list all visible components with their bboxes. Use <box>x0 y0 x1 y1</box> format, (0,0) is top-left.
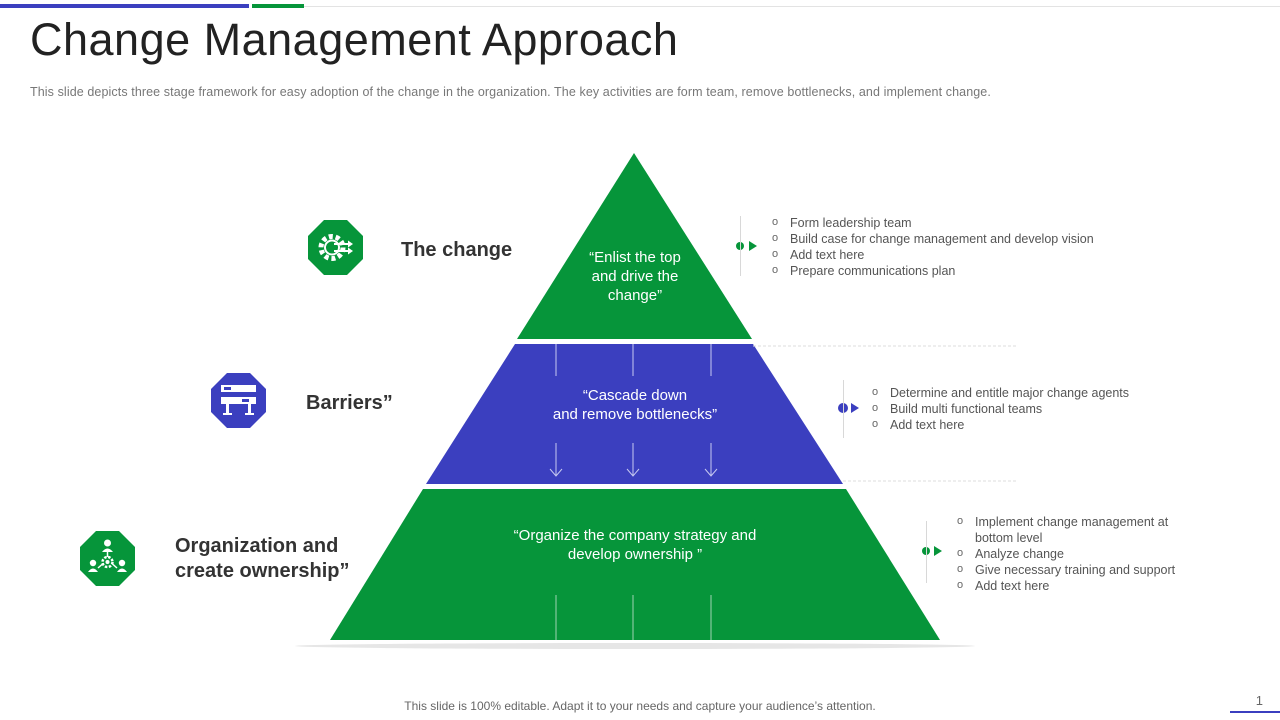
page-number-underline <box>1230 711 1280 713</box>
top-accent-bar-blue <box>0 4 249 8</box>
gear-arrows-icon <box>308 220 363 275</box>
pyramid-shadow <box>295 643 975 649</box>
pyramid-tier-middle <box>426 344 843 484</box>
bottom-tier-lines <box>555 595 712 640</box>
footer-note: This slide is 100% editable. Adapt it to… <box>404 699 876 713</box>
page-number: 1 <box>1255 693 1263 708</box>
label-barriers: Barriers” <box>306 392 393 414</box>
page-title: Change Management Approach <box>30 14 679 65</box>
list-item: Analyze change <box>957 545 1189 562</box>
list-item: Determine and entitle major change agent… <box>872 384 1172 401</box>
label-organization: Organization and create ownership” <box>175 535 350 582</box>
pyramid-tier-top <box>517 153 752 339</box>
bullet-separator-top <box>740 216 741 276</box>
list-item: Give necessary training and support <box>957 561 1189 578</box>
team-network-icon <box>80 531 135 586</box>
top-accent-bar-green <box>252 4 304 8</box>
label-the-change: The change <box>401 239 513 261</box>
bullets-middle: Determine and entitle major change agent… <box>872 384 1172 433</box>
connector-bottom <box>922 546 942 556</box>
bullet-separator-middle <box>843 380 844 438</box>
roadblock-icon <box>211 373 266 428</box>
top-divider-line <box>304 6 1280 7</box>
list-item: Add text here <box>957 577 1189 594</box>
list-item: Prepare communications plan <box>772 262 1132 279</box>
bullet-separator-bottom <box>926 521 927 583</box>
list-item: Add text here <box>872 416 1172 433</box>
list-item: Implement change management at bottom le… <box>957 513 1189 546</box>
page-subtitle: This slide depicts three stage framework… <box>30 85 991 99</box>
connector-middle <box>838 403 859 413</box>
list-item: Form leadership team <box>772 214 1132 231</box>
dashed-guides <box>753 345 1018 482</box>
bullets-bottom: Implement change management at bottom le… <box>957 513 1189 594</box>
tier-bottom-text: “Organize the company strategy and devel… <box>513 527 757 563</box>
middle-tier-arrows <box>549 344 718 477</box>
pyramid-tier-bottom <box>330 489 940 640</box>
list-item: Build multi functional teams <box>872 400 1172 417</box>
tier-middle-text: “Cascade down and remove bottlenecks” <box>552 387 718 423</box>
list-item: Add text here <box>772 246 1132 263</box>
list-item: Build case for change management and dev… <box>772 230 1132 247</box>
bullets-top: Form leadership team Build case for chan… <box>772 214 1132 279</box>
tier-top-text: “Enlist the top and drive the change” <box>589 249 681 304</box>
